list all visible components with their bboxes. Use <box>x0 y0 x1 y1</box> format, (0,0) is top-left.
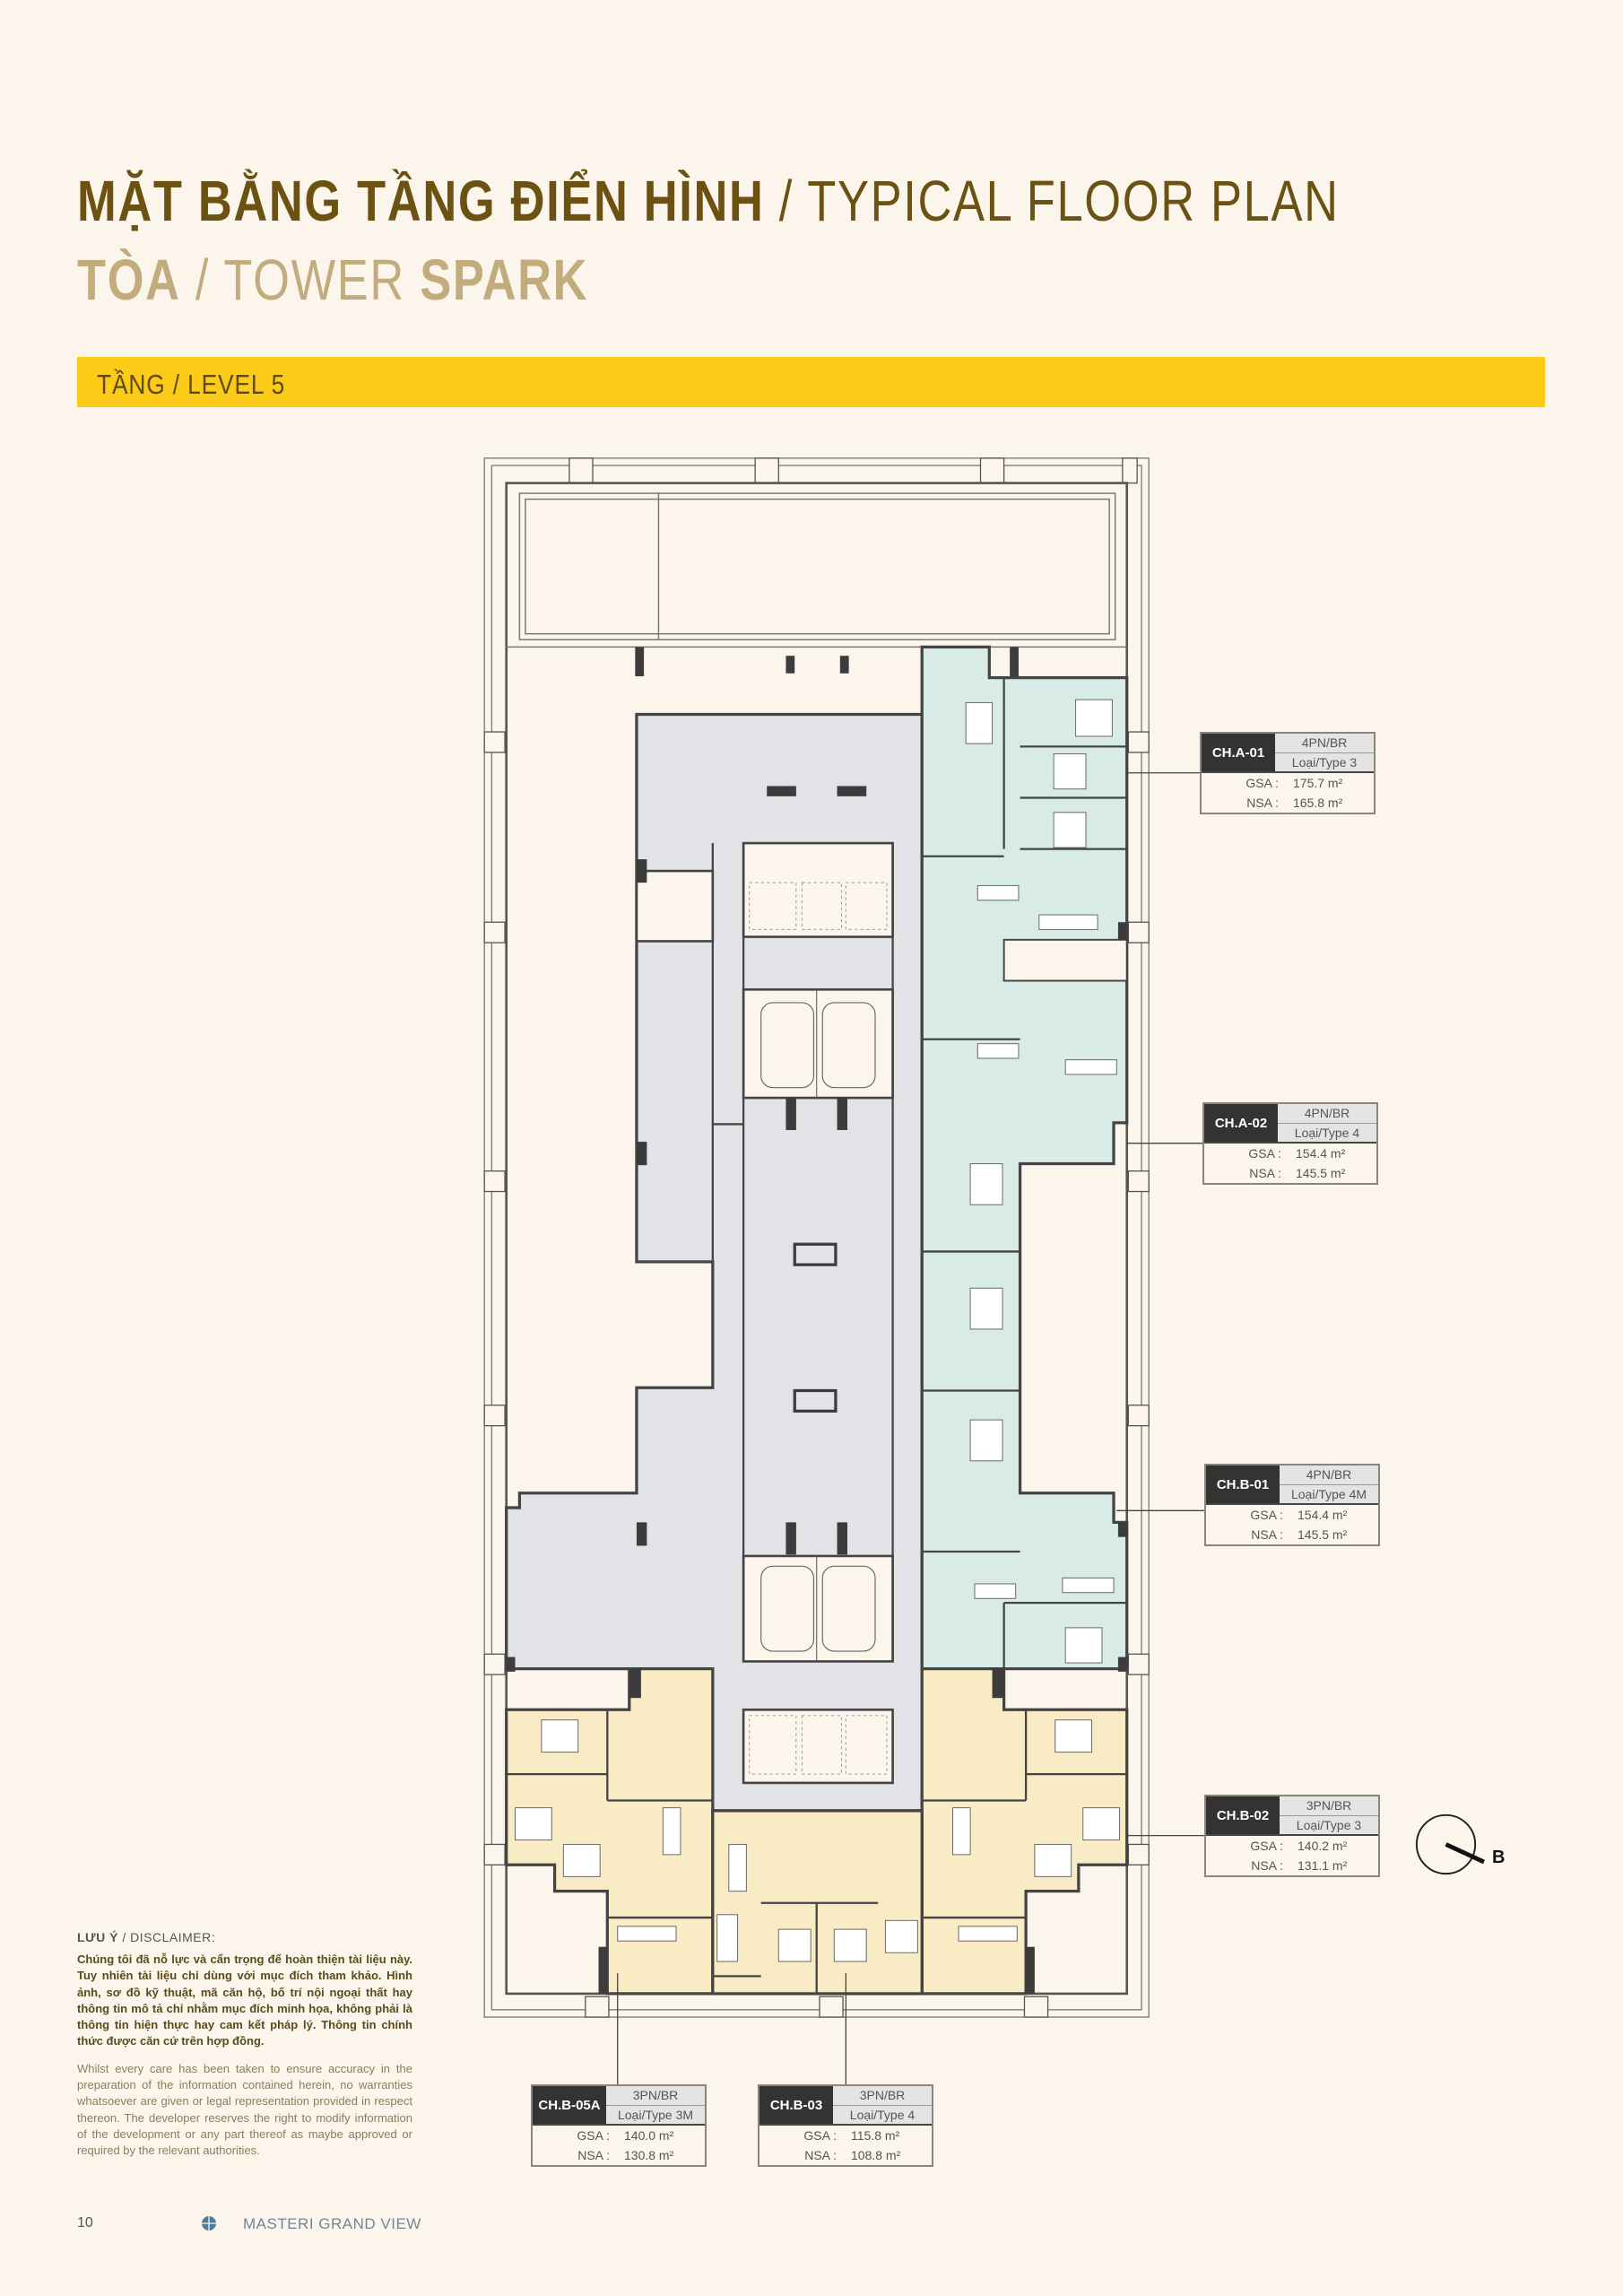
disclaimer-heading-en: / DISCLAIMER: <box>118 1930 216 1944</box>
nsa-label: NSA : <box>577 2148 610 2162</box>
unit-code: CH.A-02 <box>1204 1104 1278 1142</box>
compass-label: B <box>1492 1848 1506 1867</box>
unit-code: CH.B-01 <box>1206 1465 1280 1503</box>
nsa-value: 130.8 m² <box>624 2148 674 2162</box>
top-terrace <box>506 492 1127 648</box>
gsa-label: GSA : <box>1245 776 1279 790</box>
page-number: 10 <box>77 2215 93 2231</box>
nsa-label: NSA : <box>804 2148 837 2162</box>
unit-code: CH.B-05A <box>533 2086 606 2124</box>
gsa-label: GSA : <box>1248 1146 1281 1161</box>
gsa-value: 154.4 m² <box>1298 1508 1348 1522</box>
unit-type: Loại/Type 4 <box>1294 1125 1360 1140</box>
disclaimer-heading: LƯU Ý / DISCLAIMER: <box>77 1930 412 1944</box>
disclaimer-heading-vi: LƯU Ý <box>77 1930 119 1944</box>
gsa-label: GSA : <box>1250 1839 1283 1853</box>
unit-type: Loại/Type 3 <box>1296 1817 1362 1832</box>
unit-code: CH.B-03 <box>759 2086 833 2124</box>
gsa-label: GSA : <box>1250 1508 1283 1522</box>
facade-mullions <box>483 457 1150 2018</box>
unit-bedrooms: 4PN/BR <box>1280 1465 1378 1485</box>
unit-type: Loại/Type 3M <box>617 2107 694 2122</box>
nsa-label: NSA : <box>1246 796 1279 810</box>
tower-en: TOWER <box>223 248 421 312</box>
facade-rails <box>483 457 1150 2018</box>
title-separator: / <box>764 169 808 233</box>
globe-icon <box>202 2216 216 2231</box>
unit-bedrooms: 3PN/BR <box>833 2086 932 2106</box>
nsa-label: NSA : <box>1251 1527 1283 1542</box>
tower-vi: TÒA <box>77 248 181 312</box>
unit-code: CH.A-01 <box>1202 734 1275 771</box>
disclaimer: LƯU Ý / DISCLAIMER: Chúng tôi đã nỗ lực … <box>77 1930 412 2170</box>
leader-lines <box>617 772 1205 2085</box>
nsa-value: 145.5 m² <box>1298 1527 1348 1542</box>
gsa-value: 140.2 m² <box>1298 1839 1348 1853</box>
gsa-value: 154.4 m² <box>1296 1146 1346 1161</box>
nsa-value: 165.8 m² <box>1293 796 1343 810</box>
disclaimer-text-en: Whilst every care has been taken to ensu… <box>77 2061 412 2158</box>
core <box>635 841 894 1785</box>
title-en: TYPICAL FLOOR PLAN <box>807 169 1340 233</box>
disclaimer-text-vi: Chúng tôi đã nỗ lực và cẩn trọng để hoàn… <box>77 1952 412 2048</box>
gsa-value: 175.7 m² <box>1293 776 1343 790</box>
unit-type: Loại/Type 3 <box>1291 754 1358 770</box>
gsa-value: 115.8 m² <box>851 2128 900 2143</box>
tower-title: TÒA / TOWER SPARK <box>77 251 588 309</box>
unit-bedrooms: 4PN/BR <box>1275 734 1374 753</box>
unit-type: Loại/Type 4 <box>849 2107 916 2122</box>
type-a-apartments <box>920 645 1129 1671</box>
nsa-label: NSA : <box>1249 1166 1281 1180</box>
north-arrow-icon <box>1415 1813 1485 1875</box>
unit-bedrooms: 3PN/BR <box>1280 1796 1378 1816</box>
light-well <box>1002 938 1128 982</box>
level-bar: TẦNG / LEVEL 5 <box>77 357 1545 407</box>
partitions <box>506 677 1127 1994</box>
nsa-value: 145.5 m² <box>1296 1166 1346 1180</box>
unit-bedrooms: 3PN/BR <box>606 2086 705 2106</box>
tower-separator: / <box>180 248 224 312</box>
furniture <box>515 699 1121 1962</box>
unit-code: CH.B-02 <box>1206 1796 1280 1834</box>
title-vi: MẶT BẰNG TẦNG ĐIỂN HÌNH <box>77 169 765 233</box>
page-title: MẶT BẰNG TẦNG ĐIỂN HÌNH / TYPICAL FLOOR … <box>77 172 1340 230</box>
brand-name: MASTERI GRAND VIEW <box>243 2215 421 2232</box>
elevators <box>749 882 888 1775</box>
stairs <box>760 989 876 1662</box>
tower-name: SPARK <box>420 248 589 312</box>
unit-bedrooms: 4PN/BR <box>1278 1104 1376 1124</box>
nsa-value: 131.1 m² <box>1298 1858 1348 1873</box>
gsa-value: 140.0 m² <box>624 2128 674 2143</box>
columns <box>506 647 1127 1994</box>
unit-type: Loại/Type 4M <box>1290 1486 1367 1501</box>
gsa-label: GSA : <box>577 2128 610 2143</box>
gsa-label: GSA : <box>803 2128 837 2143</box>
nsa-label: NSA : <box>1251 1858 1283 1873</box>
level-label: TẦNG / LEVEL 5 <box>97 369 286 400</box>
nsa-value: 108.8 m² <box>851 2148 901 2162</box>
